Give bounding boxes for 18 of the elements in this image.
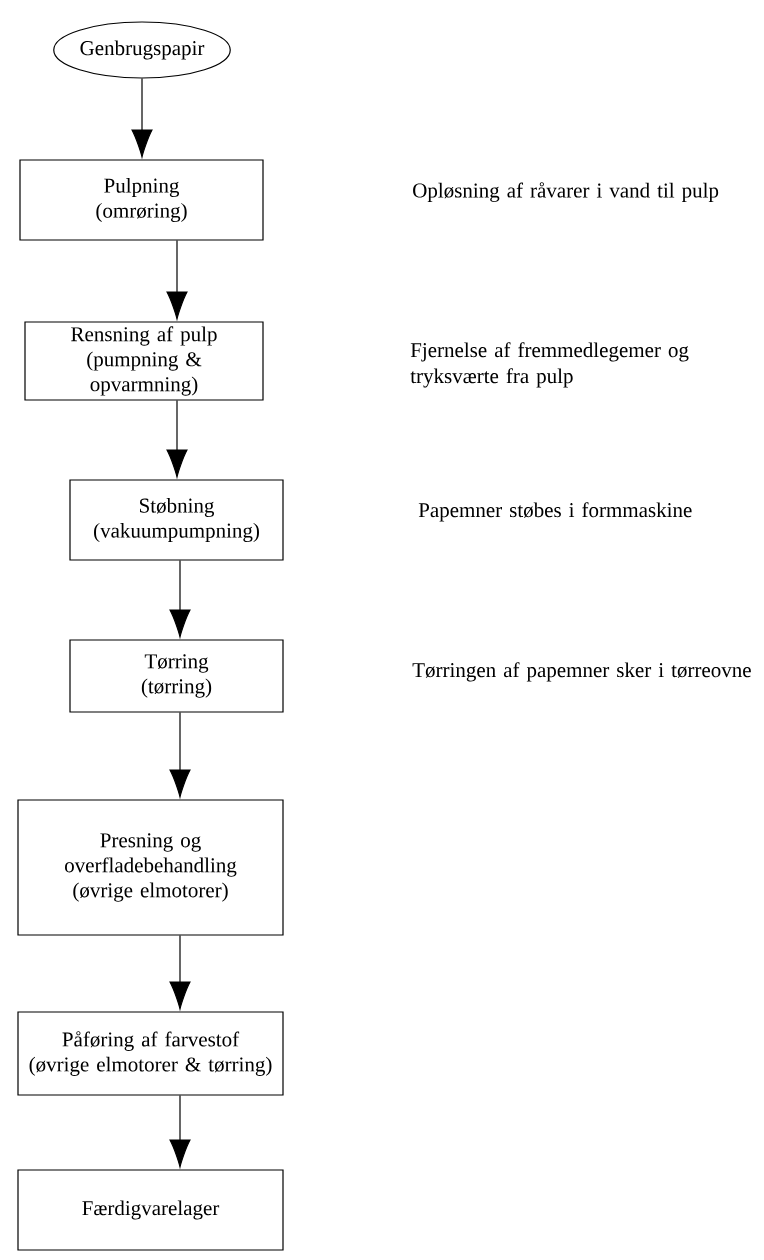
- arrow: [169, 935, 191, 1010]
- arrow: [166, 240, 188, 320]
- process-box: Tørring (tørring): [69, 639, 284, 713]
- process-box: Presning og overfladebehandling (øvrige elmotorer): [17, 799, 284, 936]
- process-box: Støbning (vakuumpumpning): [69, 479, 284, 561]
- arrow: [169, 560, 191, 638]
- description-text: Opløsning af råvarer i vand til pulp: [413, 182, 719, 202]
- process-box: Pulpning (omrøring): [19, 159, 264, 241]
- description-text: Tørringen af papemner sker i tørreovne: [412, 662, 751, 682]
- arrow: [166, 400, 188, 478]
- arrow: [169, 1095, 191, 1168]
- process-box: Færdigvarelager: [17, 1169, 284, 1251]
- arrow: [169, 712, 191, 798]
- process-box: Påføring af farvestof (øvrige elmotorer & tørring): [17, 1011, 284, 1096]
- arrow: [131, 78, 153, 158]
- description-text: Fjernelse af fremmedlegemer og tryksværte fra pulp: [410, 342, 689, 388]
- process-box: Rensning af pulp (pumpning & opvarmning): [24, 321, 264, 401]
- description-text: Papemner støbes i formmaskine: [418, 502, 692, 522]
